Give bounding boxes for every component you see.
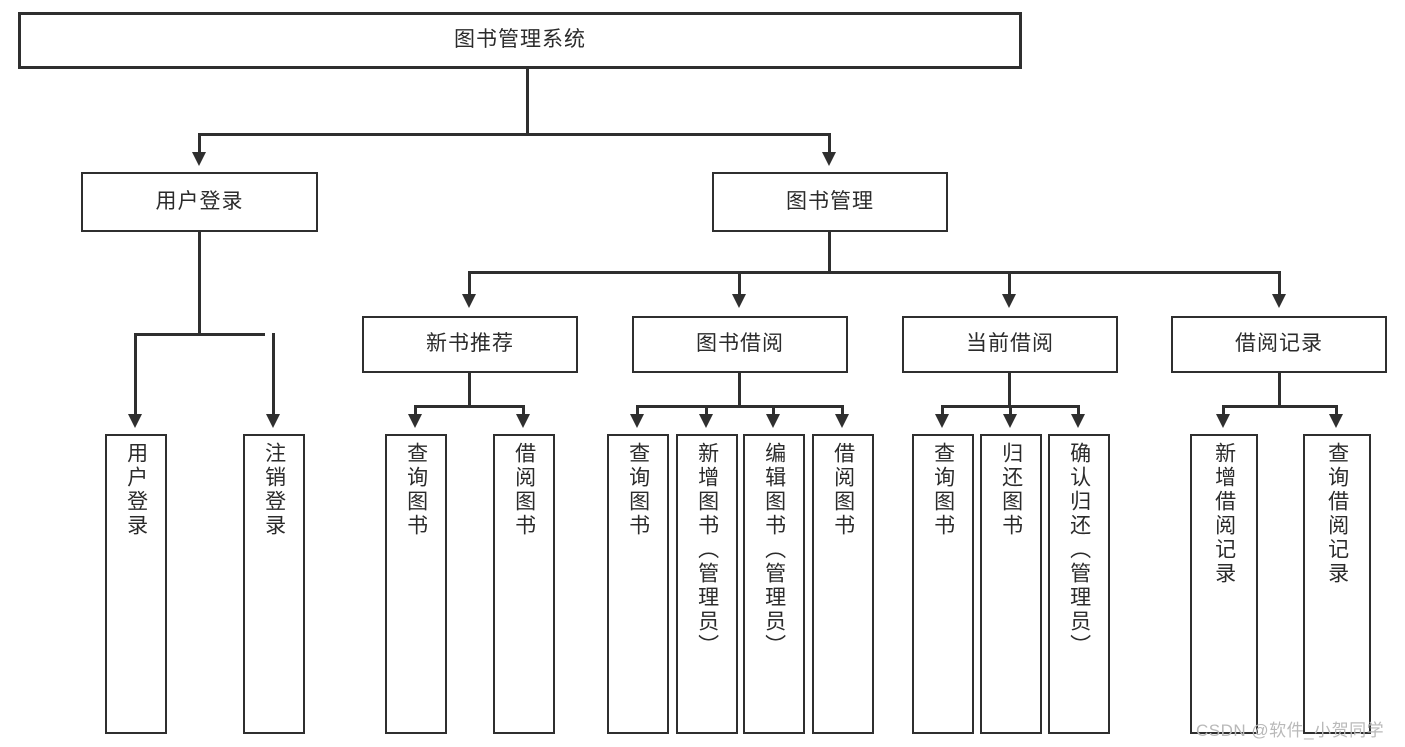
edge-current-borrow-trunk	[1008, 373, 1011, 407]
node-book-management[interactable]: 图书管理	[712, 172, 948, 232]
edge-book-borrow-bar	[636, 405, 844, 408]
leaf-borrow-book-new-label: 借阅图书	[512, 442, 536, 538]
edge-current-borrow-to-leaf-1	[941, 405, 944, 415]
leaf-query-book-current[interactable]: 查询图书	[912, 434, 974, 734]
leaf-return-book[interactable]: 归还图书	[980, 434, 1042, 734]
leaf-query-book-borrow[interactable]: 查询图书	[607, 434, 669, 734]
edge-user-login-to-leaf-1	[134, 333, 137, 415]
leaf-add-borrow-record[interactable]: 新增借阅记录	[1190, 434, 1258, 734]
leaf-query-book-new[interactable]: 查询图书	[385, 434, 447, 734]
node-current-borrow-label: 当前借阅	[966, 332, 1054, 356]
edge-borrow-record-to-leaf-1	[1222, 405, 1225, 415]
leaf-query-book-current-label: 查询图书	[931, 442, 955, 538]
arrow-book-borrow-to-leaf-1	[630, 414, 644, 428]
edge-book-borrow-to-leaf-1	[636, 405, 639, 415]
arrow-user-login-to-leaf-2	[266, 414, 280, 428]
edge-new-book-bar	[414, 405, 524, 408]
edge-new-book-to-leaf-2	[522, 405, 525, 415]
csdn-watermark: CSDN @软件_小贺同学	[1196, 721, 1385, 740]
node-new-book-recommend[interactable]: 新书推荐	[362, 316, 578, 373]
arrow-borrow-record-to-leaf-2	[1329, 414, 1343, 428]
edge-borrow-record-to-leaf-2	[1335, 405, 1338, 415]
leaf-borrow-book[interactable]: 借阅图书	[812, 434, 874, 734]
arrow-root-to-book-manage	[822, 152, 836, 166]
edge-root-trunk	[526, 69, 529, 134]
leaf-user-login[interactable]: 用户登录	[105, 434, 167, 734]
arrow-current-borrow-to-leaf-3	[1071, 414, 1085, 428]
edge-book-management-to-borrow-record	[1278, 271, 1281, 295]
arrow-borrow-record-to-leaf-1	[1216, 414, 1230, 428]
arrow-new-book-to-leaf-1	[408, 414, 422, 428]
arrow-user-login-to-leaf-1	[128, 414, 142, 428]
leaf-borrow-book-label: 借阅图书	[831, 442, 855, 538]
edge-user-login-trunk	[198, 232, 201, 335]
edge-user-login-bar	[134, 333, 265, 336]
edge-book-management-to-new-book	[468, 271, 471, 295]
leaf-edit-book-admin[interactable]: 编辑图书（管理员）	[743, 434, 805, 734]
edge-new-book-to-leaf-1	[414, 405, 417, 415]
leaf-confirm-return-admin[interactable]: 确认归还（管理员）	[1048, 434, 1110, 734]
edge-current-borrow-to-leaf-3	[1077, 405, 1080, 415]
leaf-return-book-label: 归还图书	[999, 442, 1023, 538]
edge-new-book-trunk	[468, 373, 471, 407]
arrow-book-management-to-book-borrow	[732, 294, 746, 308]
leaf-add-borrow-record-label: 新增借阅记录	[1212, 442, 1236, 586]
leaf-query-book-borrow-label: 查询图书	[626, 442, 650, 538]
edge-book-management-to-book-borrow	[738, 271, 741, 295]
leaf-add-book-admin[interactable]: 新增图书（管理员）	[676, 434, 738, 734]
arrow-book-borrow-to-leaf-4	[835, 414, 849, 428]
edge-root-bar	[198, 133, 830, 136]
node-book-borrow[interactable]: 图书借阅	[632, 316, 848, 373]
arrow-book-borrow-to-leaf-2	[699, 414, 713, 428]
edge-borrow-record-trunk	[1278, 373, 1281, 407]
arrow-book-borrow-to-leaf-3	[766, 414, 780, 428]
arrow-current-borrow-to-leaf-2	[1003, 414, 1017, 428]
leaf-logout[interactable]: 注销登录	[243, 434, 305, 734]
node-current-borrow[interactable]: 当前借阅	[902, 316, 1118, 373]
leaf-confirm-return-admin-label: 确认归还（管理员）	[1067, 442, 1091, 658]
node-borrow-record-label: 借阅记录	[1235, 332, 1323, 356]
edge-current-borrow-to-leaf-2	[1009, 405, 1012, 415]
node-root-system-label: 图书管理系统	[454, 28, 586, 52]
leaf-borrow-book-new[interactable]: 借阅图书	[493, 434, 555, 734]
edge-root-to-book-manage	[828, 133, 831, 153]
arrow-book-management-to-new-book	[462, 294, 476, 308]
node-root-system[interactable]: 图书管理系统	[18, 12, 1022, 69]
edge-book-management-to-current-borrow	[1008, 271, 1011, 295]
node-user-login-label: 用户登录	[155, 189, 244, 213]
edge-book-borrow-to-leaf-4	[841, 405, 844, 415]
node-book-borrow-label: 图书借阅	[696, 332, 784, 356]
edge-book-borrow-to-leaf-3	[772, 405, 775, 415]
node-new-book-recommend-label: 新书推荐	[426, 332, 514, 356]
arrow-current-borrow-to-leaf-1	[935, 414, 949, 428]
arrow-book-management-to-borrow-record	[1272, 294, 1286, 308]
leaf-user-login-label: 用户登录	[124, 442, 148, 538]
leaf-edit-book-admin-label: 编辑图书（管理员）	[762, 442, 786, 658]
edge-root-to-user-login	[198, 133, 201, 153]
edge-book-borrow-trunk	[738, 373, 741, 407]
edge-book-management-bar	[468, 271, 1280, 274]
edge-book-management-trunk	[828, 232, 831, 273]
arrow-new-book-to-leaf-2	[516, 414, 530, 428]
leaf-query-borrow-record[interactable]: 查询借阅记录	[1303, 434, 1371, 734]
arrow-book-management-to-current-borrow	[1002, 294, 1016, 308]
edge-borrow-record-bar	[1222, 405, 1337, 408]
node-borrow-record[interactable]: 借阅记录	[1171, 316, 1387, 373]
leaf-logout-label: 注销登录	[262, 442, 286, 538]
node-book-management-label: 图书管理	[786, 189, 874, 213]
edge-book-borrow-to-leaf-2	[705, 405, 708, 415]
node-user-login[interactable]: 用户登录	[81, 172, 318, 232]
leaf-query-borrow-record-label: 查询借阅记录	[1325, 442, 1349, 586]
edge-user-login-to-leaf-2	[272, 333, 275, 415]
leaf-query-book-new-label: 查询图书	[404, 442, 428, 538]
arrow-root-to-user-login	[192, 152, 206, 166]
leaf-add-book-admin-label: 新增图书（管理员）	[695, 442, 719, 658]
